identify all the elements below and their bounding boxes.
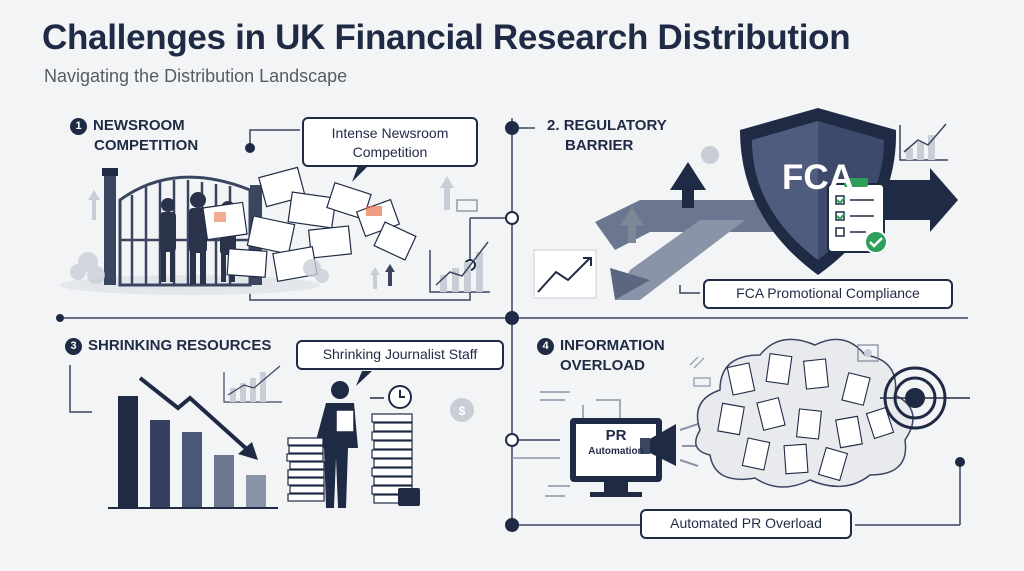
section-4-title-line1: INFORMATION [560, 337, 665, 354]
small-trend-chart [533, 249, 597, 299]
page-title: Challenges in UK Financial Research Dist… [42, 18, 851, 57]
section-3-title-line1: SHRINKING RESOURCES [88, 337, 272, 354]
newsroom-growth-chart [429, 241, 490, 293]
overload-callout: Automated PR Overload [640, 509, 852, 539]
megaphone-icon [640, 423, 702, 467]
monitor-screen-text: PR Automation [576, 428, 656, 460]
section-1-title: 1 NEWSROOM COMPETITION [70, 116, 198, 156]
monitor-icon [570, 418, 662, 497]
svg-text:$: $ [459, 404, 466, 418]
shield-label: FCA [782, 158, 854, 197]
section-2-title: 2. REGULATORY BARRIER [547, 116, 667, 156]
resources-mini-chart [223, 365, 282, 403]
section-4-number: 4 [537, 338, 554, 355]
document-stack-right [371, 413, 413, 504]
section-2-number: 2. [547, 117, 560, 134]
checklist-icon [827, 178, 888, 254]
monitor-label-pr: PR [605, 427, 627, 444]
regulatory-callout: FCA Promotional Compliance [703, 279, 953, 309]
section-2-title-line1: REGULATORY [563, 117, 667, 134]
section-2-title-line2: BARRIER [565, 137, 634, 154]
resources-callout: Shrinking Journalist Staff [296, 340, 504, 370]
regulatory-illustration [533, 108, 958, 300]
page-subtitle: Navigating the Distribution Landscape [44, 66, 348, 86]
information-overload-illustration [512, 338, 970, 497]
section-1-number: 1 [70, 118, 87, 135]
regulatory-growth-chart [899, 123, 948, 161]
journalist-figure [314, 381, 358, 508]
connector-nodes [56, 121, 965, 532]
section-4-title-line2: OVERLOAD [560, 357, 646, 374]
newsroom-callout: Intense Newsroom Competition [302, 117, 478, 167]
section-1-title-line2: COMPETITION [94, 137, 199, 154]
newsroom-gate-illustration [60, 166, 490, 295]
target-icon [880, 366, 970, 430]
section-3-number: 3 [65, 338, 82, 355]
section-1-title-line1: NEWSROOM [93, 117, 185, 134]
section-4-title: 4 INFORMATION OVERLOAD [537, 336, 665, 376]
section-3-title: 3 SHRINKING RESOURCES [65, 336, 271, 356]
shrinking-resources-illustration: $ [108, 365, 474, 509]
document-stack-left [286, 437, 325, 502]
monitor-label-automation: Automation [588, 446, 644, 457]
